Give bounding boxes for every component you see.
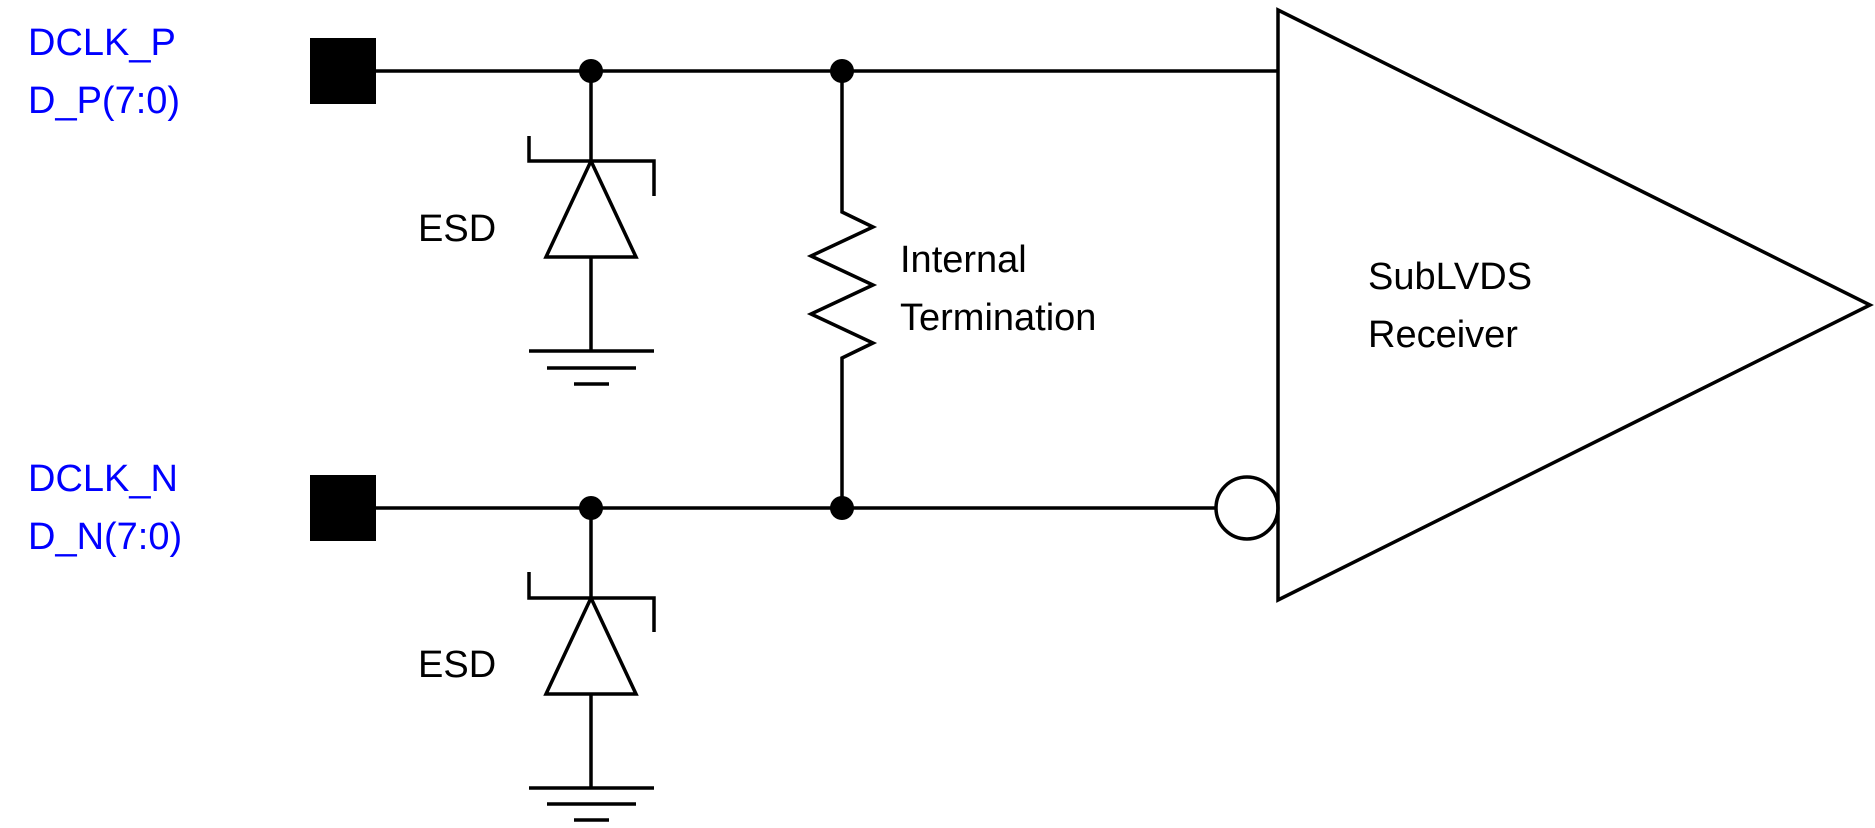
inverting-input-bubble [1214,475,1280,541]
esd-label-bottom: ESD [418,644,496,686]
pin-label-dclk-n: DCLK_N [28,458,178,500]
pad-positive [310,38,376,104]
esd-diode-top [527,71,656,386]
pad-negative [310,475,376,541]
esd-diode-bottom [527,508,656,822]
sublvds-receiver [1276,7,1874,603]
esd-label-top: ESD [418,208,496,250]
termination-label-line2: Termination [900,297,1096,339]
pin-label-dclk-p: DCLK_P [28,22,176,64]
termination-label-line1: Internal [900,239,1027,281]
receiver-label-line1: SubLVDS [1368,256,1532,298]
termination-resistor [806,71,878,508]
pin-label-d-n: D_N(7:0) [28,516,182,558]
receiver-label-line2: Receiver [1368,314,1518,356]
pin-label-d-p: D_P(7:0) [28,80,180,122]
